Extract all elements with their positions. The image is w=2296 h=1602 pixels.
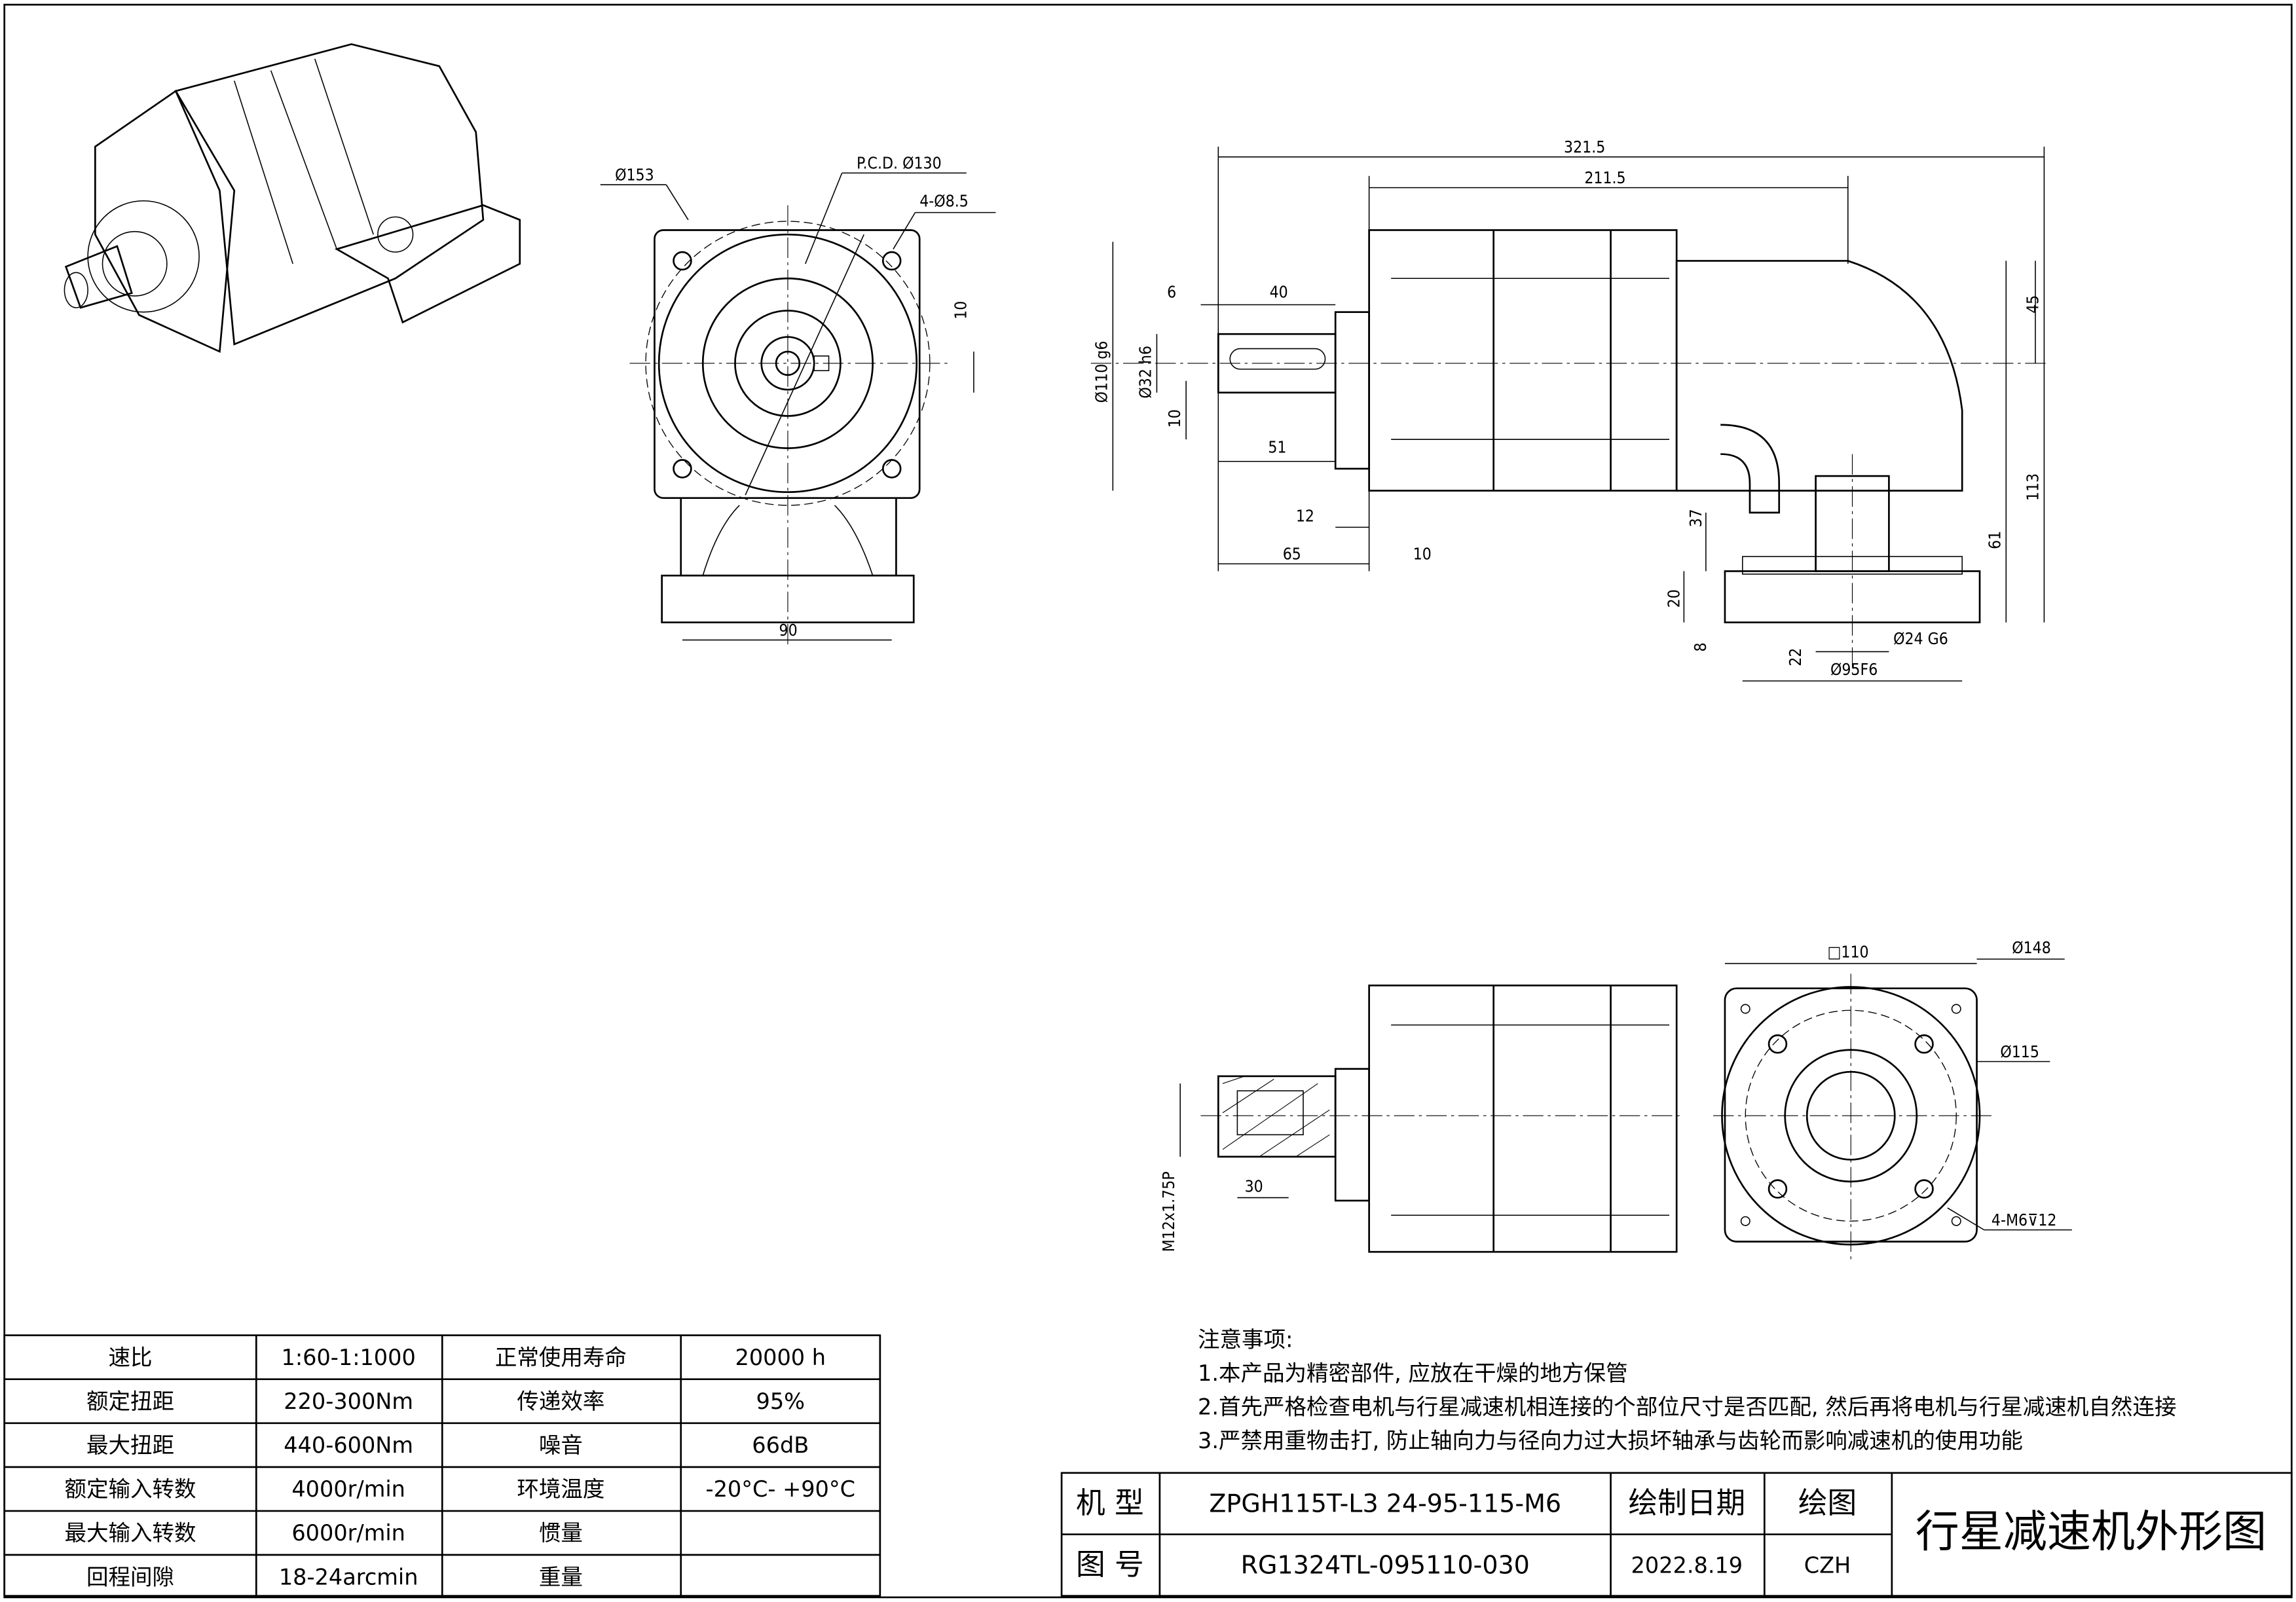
dim-flange-thk: 12: [1296, 506, 1314, 525]
drawing-border: [3, 3, 2293, 1599]
dim-pcd-115: Ø115: [2000, 1042, 2039, 1061]
spec-label: 惯量: [539, 1520, 583, 1546]
side-view: 321.5 211.5 6 40 Ø110 g6 Ø32 h6 10 51 12…: [1090, 137, 2050, 682]
dim-base-step: 8: [1691, 642, 1710, 651]
dim-bore-depth: 37: [1686, 509, 1705, 527]
dim-holes: 4-Ø8.5: [919, 192, 969, 211]
note-item: 2.首先严格检查电机与行星减速机相连接的个部位尺寸是否匹配, 然后再将电机与行星…: [1198, 1394, 2176, 1419]
dim-overall-length: 321.5: [1564, 137, 1605, 156]
dim-bore-dia: Ø24 G6: [1893, 629, 1948, 648]
dim-key-length: 40: [1270, 282, 1288, 301]
dim-bore-offset: 22: [1786, 648, 1805, 666]
spec-value: 20000 h: [735, 1345, 826, 1370]
date-value: 2022.8.19: [1631, 1552, 1743, 1578]
dim-shaft-offset: 6: [1167, 282, 1176, 301]
title-block: 机 型 ZPGH115T-L3 24-95-115-M6 绘制日期 绘图 图 号…: [1060, 1472, 2293, 1597]
dim-square: □110: [1827, 943, 1868, 962]
spec-label: 回程间隙: [86, 1564, 174, 1590]
model-label: 机 型: [1076, 1485, 1144, 1520]
spec-value: 220-300Nm: [284, 1389, 413, 1414]
dim-outer-dia: Ø153: [615, 165, 654, 184]
spec-label: 最大扭距: [86, 1432, 174, 1458]
drawing-title: 行星减速机外形图: [1916, 1506, 2267, 1557]
spec-value: 18-24arcmin: [279, 1564, 418, 1590]
notes-heading: 注意事项:: [1198, 1327, 1293, 1353]
front-view: Ø153 P.C.D. Ø130 4-Ø8.5 10 90: [600, 154, 996, 645]
dim-top-height: 45: [2023, 295, 2042, 314]
isometric-view: [64, 43, 521, 354]
dim-spigot-dia: Ø95F6: [1830, 660, 1878, 679]
spec-label: 噪音: [539, 1432, 583, 1458]
drawing-no-value: RG1324TL-095110-030: [1241, 1550, 1530, 1579]
spec-value: 440-600Nm: [284, 1432, 413, 1458]
dim-flange-step: 10: [1413, 545, 1432, 564]
dim-shaft-total: 65: [1283, 545, 1301, 564]
spec-label: 环境温度: [517, 1476, 604, 1502]
dim-base-height: 61: [1985, 531, 2004, 549]
dim-key-width: 10: [1165, 409, 1184, 428]
dim-pcd: P.C.D. Ø130: [857, 154, 942, 173]
spec-label: 最大输入转数: [64, 1520, 196, 1546]
spec-value: 66dB: [752, 1432, 809, 1458]
spec-value: -20°C- +90°C: [705, 1476, 855, 1502]
spec-value: 4000r/min: [291, 1476, 405, 1502]
spec-label: 额定输入转数: [64, 1476, 196, 1502]
dim-body-length: 211.5: [1584, 168, 1625, 187]
dim-shaft-length: 51: [1268, 437, 1286, 456]
spec-label: 正常使用寿命: [495, 1345, 627, 1370]
dim-base-thk: 20: [1665, 589, 1684, 608]
drawer-label: 绘图: [1798, 1485, 1857, 1520]
spec-label: 传递效率: [517, 1389, 604, 1414]
dim-thread-depth: 30: [1245, 1177, 1263, 1196]
spec-value: 1:60-1:1000: [282, 1345, 416, 1370]
spec-label: 重量: [539, 1564, 583, 1590]
dim-center-height: 113: [2023, 473, 2042, 501]
spec-label: 速比: [108, 1345, 152, 1370]
spec-value: 95%: [756, 1389, 805, 1414]
drawer-value: CZH: [1804, 1552, 1851, 1578]
spec-value: 6000r/min: [291, 1520, 405, 1546]
dim-outer-dia-148: Ø148: [2012, 938, 2051, 957]
note-item: 1.本产品为精密部件, 应放在干燥的地方保管: [1198, 1360, 1628, 1386]
dim-thread: M12x1.75P: [1159, 1171, 1178, 1252]
dim-tapped-holes: 4-M6⊽12: [1991, 1211, 2057, 1229]
dim-key: 10: [952, 301, 971, 319]
date-label: 绘制日期: [1628, 1485, 1745, 1520]
notes: 注意事项: 1.本产品为精密部件, 应放在干燥的地方保管 2.首先严格检查电机与…: [1198, 1327, 2176, 1453]
note-item: 3.严禁用重物击打, 防止轴向力与径向力过大损坏轴承与齿轮而影响减速机的使用功能: [1198, 1428, 2023, 1453]
model-value: ZPGH115T-L3 24-95-115-M6: [1209, 1489, 1561, 1518]
dim-base-width: 90: [779, 621, 798, 640]
dim-shaft-dia: Ø32 h6: [1136, 346, 1155, 399]
spec-table: 速比 1:60-1:1000 正常使用寿命 20000 h 额定扭距 220-300Nm 传…: [3, 1334, 881, 1597]
drawing-no-label: 图 号: [1076, 1547, 1144, 1582]
bottom-view: □110 Ø148 Ø115 4-M6⊽12 M12x1.75P 30: [1159, 938, 2072, 1260]
spec-label: 额定扭距: [86, 1389, 174, 1414]
dim-pilot-dia: Ø110 g6: [1092, 341, 1111, 403]
